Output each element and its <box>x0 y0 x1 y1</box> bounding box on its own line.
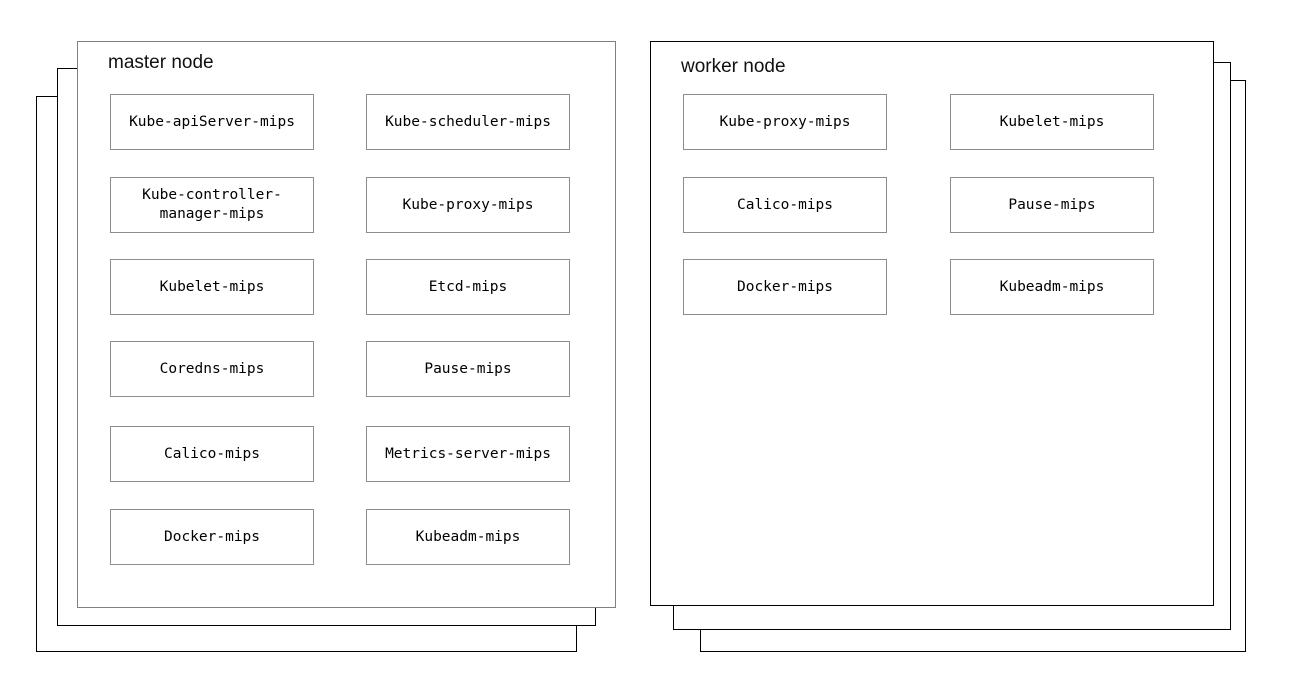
component-label: Calico-mips <box>736 196 834 213</box>
component-box-kubeadm-mips-worker[interactable]: Kubeadm-mips <box>950 259 1154 315</box>
component-box-pause-mips-worker[interactable]: Pause-mips <box>950 177 1154 233</box>
component-box-docker-mips[interactable]: Docker-mips <box>110 509 314 565</box>
component-label: Metrics-server-mips <box>385 445 551 462</box>
master-node-title: master node <box>108 52 214 73</box>
component-box-kubelet-mips[interactable]: Kubelet-mips <box>110 259 314 315</box>
component-box-metrics-server-mips[interactable]: Metrics-server-mips <box>366 426 570 482</box>
component-label: Kube-proxy-mips <box>719 113 851 130</box>
component-label: Kubelet-mips <box>159 278 265 295</box>
component-label: Coredns-mips <box>159 360 265 377</box>
component-label: Kube-scheduler-mips <box>385 113 551 130</box>
component-label: Kubeadm-mips <box>999 278 1105 295</box>
component-label: Kubelet-mips <box>999 113 1105 130</box>
component-label: Kube-proxy-mips <box>402 196 534 213</box>
component-label: Pause-mips <box>424 360 512 377</box>
component-label: Kubeadm-mips <box>415 528 521 545</box>
component-box-etcd-mips[interactable]: Etcd-mips <box>366 259 570 315</box>
component-box-docker-mips-worker[interactable]: Docker-mips <box>683 259 887 315</box>
component-label: Kube-controller-manager-mips <box>142 187 282 222</box>
component-box-kube-apiserver-mips[interactable]: Kube-apiServer-mips <box>110 94 314 150</box>
component-box-calico-mips-worker[interactable]: Calico-mips <box>683 177 887 233</box>
worker-node-title: worker node <box>681 56 786 77</box>
component-box-kubeadm-mips-master[interactable]: Kubeadm-mips <box>366 509 570 565</box>
component-label: Etcd-mips <box>428 278 508 295</box>
component-label: Pause-mips <box>1008 196 1096 213</box>
component-box-kube-controller-manager-mips[interactable]: Kube-controller-manager-mips <box>110 177 314 233</box>
component-box-kube-proxy-mips-worker[interactable]: Kube-proxy-mips <box>683 94 887 150</box>
component-box-kubelet-mips-worker[interactable]: Kubelet-mips <box>950 94 1154 150</box>
component-box-pause-mips-master[interactable]: Pause-mips <box>366 341 570 397</box>
component-label: Calico-mips <box>163 445 261 462</box>
component-box-kube-proxy-mips-master[interactable]: Kube-proxy-mips <box>366 177 570 233</box>
component-label: Docker-mips <box>736 278 834 295</box>
component-label: Docker-mips <box>163 528 261 545</box>
component-box-kube-scheduler-mips[interactable]: Kube-scheduler-mips <box>366 94 570 150</box>
component-box-calico-mips[interactable]: Calico-mips <box>110 426 314 482</box>
component-box-coredns-mips[interactable]: Coredns-mips <box>110 341 314 397</box>
component-label: Kube-apiServer-mips <box>129 113 295 130</box>
